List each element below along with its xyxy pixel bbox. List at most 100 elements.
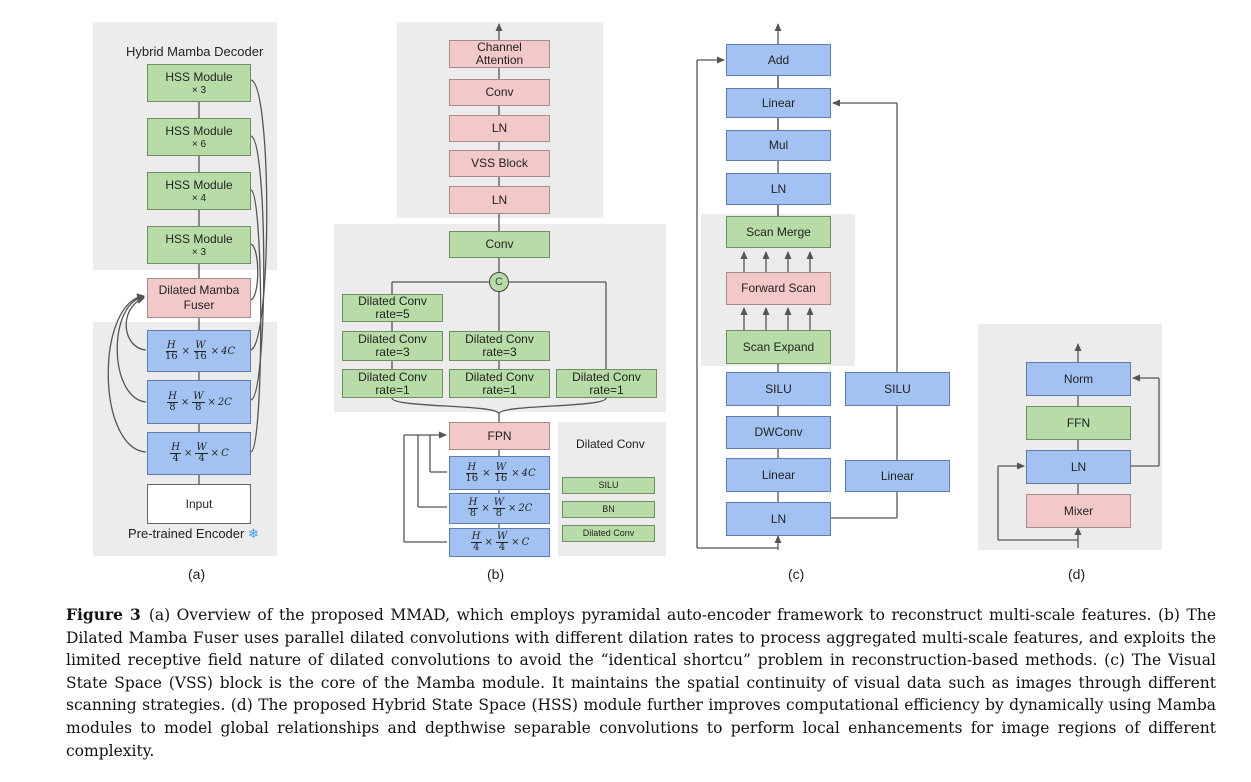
mixer-label: Mixer	[1063, 503, 1094, 518]
ln-box-mid: LN	[726, 173, 831, 205]
legend-dilated-conv-box: Dilated Conv	[562, 525, 655, 542]
fuser-label-line2: Fuser	[183, 298, 215, 312]
h-symbol: H	[165, 339, 177, 352]
legend-bn-box: BN	[562, 501, 655, 518]
w-denominator: 16	[494, 472, 508, 484]
channel-attention-line2: Attention	[475, 53, 524, 67]
w-denominator: 16	[193, 350, 207, 362]
dilated-conv-rate3-box: Dilated Conv rate=3	[449, 331, 550, 361]
legend-title: Dilated Conv	[576, 437, 645, 451]
ln-box-d: LN	[1026, 450, 1131, 484]
ln-label: LN	[770, 181, 787, 196]
times-symbol: ×	[508, 503, 517, 514]
h-denominator: 4	[172, 453, 179, 464]
hss-module-label: HSS Module	[165, 70, 233, 84]
connector-lines	[107, 23, 1160, 550]
channel-symbol: 2C	[217, 396, 232, 408]
panel-b-label: (b)	[487, 566, 505, 582]
times-symbol: ×	[511, 537, 520, 548]
fpn-label: FPN	[487, 428, 512, 443]
hss-module-label: HSS Module	[165, 178, 233, 192]
rate-label: rate=1	[482, 382, 517, 397]
channel-attention-line1: Channel	[477, 40, 522, 54]
channel-symbol: C	[521, 537, 530, 548]
linear-box-left: Linear	[726, 458, 831, 492]
hss-module-multiplier: × 3	[191, 85, 207, 96]
forward-scan-label: Forward Scan	[741, 281, 816, 295]
legend-silu-label: SILU	[598, 480, 619, 490]
encoder-title: Pre-trained Encoder ❄	[128, 526, 259, 542]
times-symbol: ×	[482, 467, 491, 479]
ln-label: LN	[770, 511, 787, 526]
times-symbol: ×	[210, 448, 220, 459]
conv-box-top: Conv	[449, 79, 550, 106]
ln-label: LN	[491, 121, 508, 135]
dilated-conv-label: Dilated Conv	[358, 369, 427, 384]
times-symbol: ×	[180, 396, 190, 408]
linear-box-right: Linear	[845, 460, 950, 492]
dilated-mamba-fuser-box: Dilated Mamba Fuser	[147, 278, 251, 318]
hss-module-multiplier: × 6	[191, 139, 207, 150]
forward-scan-box: Forward Scan	[726, 272, 831, 305]
hss-module-label: HSS Module	[165, 124, 233, 138]
mul-box: Mul	[726, 130, 831, 161]
ln-label: LN	[1070, 459, 1087, 474]
linear-label: Linear	[761, 95, 796, 110]
channel-symbol: 2C	[518, 503, 533, 514]
conv-label: Conv	[485, 237, 514, 251]
caption-label: Figure 3	[66, 605, 141, 624]
mixer-box: Mixer	[1026, 494, 1131, 528]
h-denominator: 4	[472, 542, 480, 553]
ln-box-upper: LN	[449, 115, 550, 142]
vss-block-box: VSS Block	[449, 150, 550, 177]
ffn-label: FFN	[1066, 415, 1091, 430]
scan-expand-label: Scan Expand	[742, 339, 815, 354]
dilated-conv-rate3-box: Dilated Conv rate=3	[342, 331, 443, 361]
legend-dilated-conv-label: Dilated Conv	[582, 528, 635, 538]
decoder-title: Hybrid Mamba Decoder	[126, 44, 264, 59]
silu-label: SILU	[884, 381, 911, 396]
norm-label: Norm	[1063, 371, 1094, 386]
dwconv-box: DWConv	[726, 416, 831, 449]
w-symbol: W	[492, 497, 505, 509]
dilated-conv-label: Dilated Conv	[572, 369, 641, 384]
dilated-conv-rate5-box: Dilated Conv rate=5	[342, 294, 443, 322]
figure-caption: Figure 3(a) Overview of the proposed MMA…	[66, 604, 1216, 762]
caption-text: (a) Overview of the proposed MMAD, which…	[66, 606, 1216, 760]
input-box: Input	[147, 484, 251, 524]
rate-label: rate=5	[375, 307, 410, 321]
h-denominator: 16	[465, 472, 479, 484]
hss-module-multiplier: × 4	[191, 193, 207, 204]
w-denominator: 4	[198, 453, 205, 464]
h-symbol: H	[467, 497, 479, 509]
fuser-label-line1: Dilated Mamba	[158, 283, 240, 297]
hss-module-box: HSS Module × 3	[147, 226, 251, 264]
scan-merge-box: Scan Merge	[726, 216, 831, 248]
dilated-conv-rate1-box: Dilated Conv rate=1	[556, 369, 657, 398]
w-symbol: W	[192, 390, 205, 403]
hss-module-multiplier: × 3	[191, 247, 207, 258]
w-symbol: W	[195, 442, 208, 454]
times-symbol: ×	[181, 345, 190, 357]
rate-label: rate=1	[375, 382, 410, 397]
hss-module-box: HSS Module × 4	[147, 172, 251, 210]
dilated-conv-rate1-box: Dilated Conv rate=1	[449, 369, 550, 398]
h-symbol: H	[470, 531, 482, 543]
linear-label: Linear	[761, 467, 796, 482]
linear-label: Linear	[880, 468, 915, 483]
dilated-conv-label: Dilated Conv	[358, 332, 427, 346]
fpn-box: FPN	[449, 422, 550, 450]
w-denominator: 8	[195, 401, 202, 413]
rate-label: rate=3	[375, 345, 410, 359]
dwconv-label: DWConv	[754, 425, 803, 439]
ffn-box: FFN	[1026, 406, 1131, 440]
h-symbol: H	[167, 390, 178, 403]
w-symbol: W	[495, 531, 509, 543]
times-symbol: ×	[184, 448, 193, 459]
ln-box-lower: LN	[449, 186, 550, 214]
dilated-conv-label: Dilated Conv	[358, 294, 427, 308]
